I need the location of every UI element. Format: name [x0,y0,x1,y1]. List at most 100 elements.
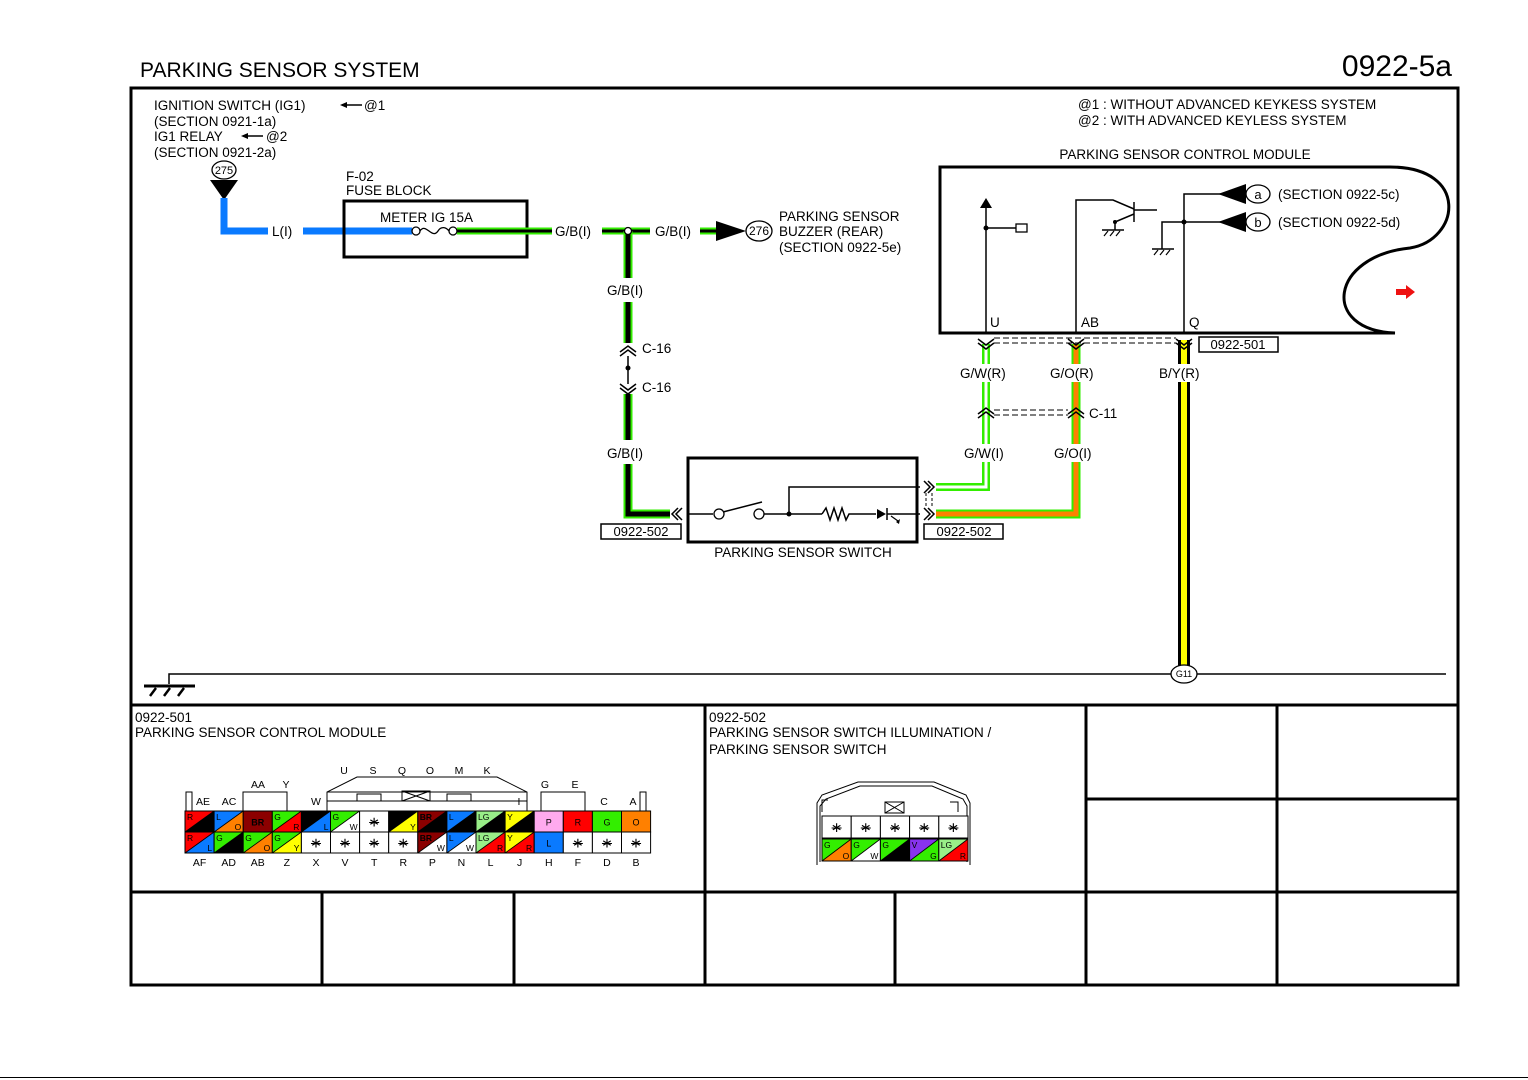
svg-text:F-02: F-02 [346,169,374,184]
pin-label: Y [282,779,289,791]
svg-text:∗: ∗ [368,814,380,830]
svg-text:Y: Y [410,822,416,832]
svg-text:P: P [546,818,552,828]
svg-text:(SECTION 0922-5d): (SECTION 0922-5d) [1278,215,1400,230]
connector-501-pin-top: R [562,810,593,833]
pin-label: AE [196,796,210,808]
connector-501-pin-top: G [591,810,623,833]
pin-label: M [455,765,464,777]
svg-text:G/B(I): G/B(I) [555,224,591,239]
buzzer-reference: 276 PARKING SENSOR BUZZER (REAR) (SECTIO… [745,209,901,255]
svg-text:B: B [527,822,533,832]
svg-text:(SECTION 0921-1a): (SECTION 0921-1a) [154,114,276,129]
wire-label-go-i: G/O(I) [1054,446,1092,461]
pin-label: L [488,857,494,869]
wire-label-by-r: B/Y(R) [1159,366,1200,381]
connector-502-pin-top: ∗ [850,815,881,839]
pin-q: Q [1189,315,1200,330]
svg-text:G/B(I): G/B(I) [607,446,643,461]
fuse-block: F-02 FUSE BLOCK METER IG 15A [342,169,529,259]
switch-icon [713,508,725,520]
svg-text:(SECTION 0922-5e): (SECTION 0922-5e) [779,240,901,255]
svg-text:PARKING SENSOR SWITCH: PARKING SENSOR SWITCH [714,545,892,560]
svg-text:V: V [912,840,918,850]
pin-label: N [458,857,466,869]
pin-label: X [312,857,319,869]
pin-label: G [541,779,549,791]
svg-text:R: R [293,822,299,832]
connector-triangle-icon [716,221,746,241]
svg-text:B: B [236,843,242,853]
connector-502-pin-top: ∗ [909,815,940,839]
svg-text:C-16: C-16 [642,341,671,356]
ref-circle-275 [211,160,237,180]
connector-501-pin-top: BL [300,810,331,833]
connector-502-pin-top: ∗ [879,815,911,839]
svg-text:G: G [274,812,281,822]
pin-label: AC [222,796,237,808]
svg-text:G/B(I): G/B(I) [607,283,643,298]
svg-text:∗: ∗ [397,835,409,851]
svg-text:G11: G11 [1176,669,1192,679]
pin-label: V [342,857,349,869]
connector-501-pin-top: LB [446,810,477,833]
connector-502-pin-bottom: LGR [938,838,969,862]
svg-text:BR: BR [420,812,432,822]
connector-triangle-icon [1218,212,1246,232]
svg-text:0922-502: 0922-502 [709,710,766,725]
svg-text:0922-502: 0922-502 [614,524,669,539]
svg-text:BUZZER (REAR): BUZZER (REAR) [779,224,883,239]
note-2: @2 : WITH ADVANCED KEYLESS SYSTEM [1078,113,1347,128]
svg-text:L: L [449,812,454,822]
svg-text:B: B [303,812,309,822]
svg-text:∗: ∗ [339,835,351,851]
pin-label: P [429,857,436,869]
svg-text:FUSE BLOCK: FUSE BLOCK [346,183,432,198]
svg-text:W: W [466,843,474,853]
svg-text:L: L [207,843,212,853]
svg-text:0922-501: 0922-501 [1211,337,1266,352]
parking-sensor-control-module: PARKING SENSOR CONTROL MODULE a (SECTION… [938,147,1451,335]
wire-g-b: G/B(I) G/B(I) G/B(I) C-16 C-16 G/B(I) [457,221,746,521]
pin-label: B [633,857,640,869]
svg-text:BR: BR [420,833,432,843]
connector-501-pin-top: BY [388,810,419,833]
pin-label: AB [251,857,265,869]
connector-501-pin-top: GW [330,810,361,833]
connector-501-pin-bottom: ∗ [621,831,652,854]
svg-text:L: L [324,822,329,832]
svg-text:276: 276 [749,224,769,238]
note-1: @1 : WITHOUT ADVANCED KEYKESS SYSTEM [1078,97,1376,112]
connector-c16: C-16 C-16 [619,341,671,395]
svg-text:G: G [216,833,223,843]
arrow-up-icon [980,198,992,208]
connector-502-pin-top: ∗ [821,815,852,839]
svg-text:∗: ∗ [918,819,930,835]
svg-text:C-11: C-11 [1089,406,1117,421]
continuation-arrow-icon[interactable] [1396,285,1415,299]
page-title: PARKING SENSOR SYSTEM [140,59,420,82]
svg-text:∗: ∗ [601,835,613,851]
svg-text:B: B [391,812,397,822]
pin-label: E [571,779,578,791]
pin-label: S [369,765,376,777]
pin-label: T [371,857,378,869]
svg-text:L(I): L(I) [272,224,292,239]
svg-text:C-16: C-16 [642,380,671,395]
connector-501-pin-top: O [621,810,652,833]
pin-label: I [518,796,521,808]
pin-label: F [575,857,581,869]
led-icon [877,509,886,519]
svg-text:PARKING SENSOR: PARKING SENSOR [779,209,900,224]
fuse-icon [419,226,450,235]
connector-501-pin-top: YB [504,810,535,833]
pin-label: Z [284,857,291,869]
connector-501-pin-bottom: L [533,831,564,854]
connector-501-pin-top: BR [242,810,273,833]
svg-text:∗: ∗ [948,819,960,835]
pin-label: J [517,857,522,869]
switch-icon [722,501,763,513]
connector-label-502-right [923,523,1004,540]
svg-text:PARKING SENSOR SWITCH ILLUMINA: PARKING SENSOR SWITCH ILLUMINATION / [709,725,992,740]
